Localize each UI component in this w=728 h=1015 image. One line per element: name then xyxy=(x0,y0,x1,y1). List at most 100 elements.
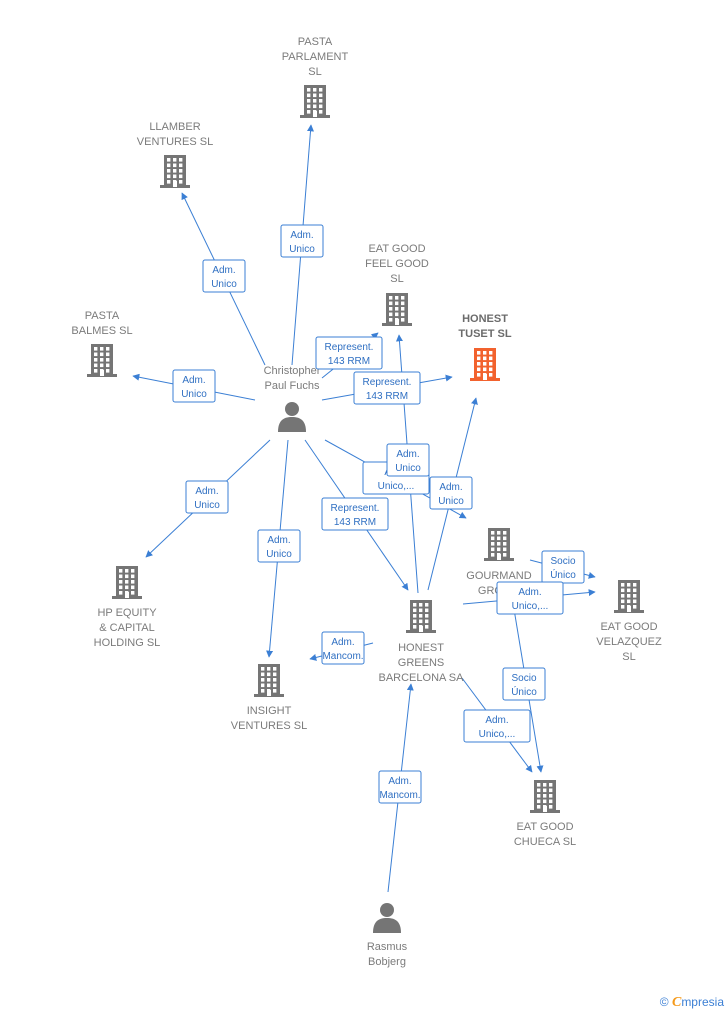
edge-label-christopher-to-honest_tuset[interactable]: Represent. 143 RRM xyxy=(353,371,421,405)
edge-label-text: Unico,... xyxy=(378,481,415,492)
edge-label-christopher-to-insight[interactable]: Adm. Unico xyxy=(257,529,301,563)
node-label: VENTURES SL xyxy=(137,136,213,148)
edge-label-text: Socio xyxy=(550,556,575,567)
edge-label-text: Adm. xyxy=(267,535,290,546)
edge-label-christopher-to-honest_greens[interactable]: Represent. 143 RRM xyxy=(321,497,389,531)
node-honest-tuset[interactable]: HONEST TUSET SL xyxy=(458,313,512,381)
node-eat-chueca[interactable]: EAT GOOD CHUECA SL xyxy=(514,780,576,848)
edge-label-text: Unico,... xyxy=(479,729,516,740)
node-label: EAT GOOD xyxy=(600,621,657,633)
node-label: EAT GOOD xyxy=(516,821,573,833)
node-insight[interactable]: INSIGHT VENTURES SL xyxy=(231,664,307,732)
edge-label-box xyxy=(378,770,422,804)
edge-label-text: Unico xyxy=(266,549,292,560)
brand-logo-initial: C xyxy=(671,995,682,1010)
node-label: HONEST xyxy=(462,313,508,325)
edge-label-text: Unico xyxy=(181,389,207,400)
edge-label-box xyxy=(315,336,383,370)
edge-label-text: Socio xyxy=(511,673,536,684)
edge-label-text: Unico,... xyxy=(512,601,549,612)
edge-label-rasmus-to-honest_greens[interactable]: Adm.Mancom. xyxy=(378,770,422,804)
node-label: VELAZQUEZ xyxy=(596,636,662,648)
edge-label-text: Adm. xyxy=(290,230,313,241)
node-llamber[interactable]: LLAMBER VENTURES SL xyxy=(137,121,213,188)
edge-label-box xyxy=(463,709,531,743)
copyright-icon: © xyxy=(659,995,669,1009)
edge-label-christopher-to-llamber[interactable]: Adm.Unico xyxy=(202,259,246,293)
node-label: HONEST xyxy=(398,642,444,654)
person-icon xyxy=(373,903,401,933)
node-label: LLAMBER xyxy=(149,121,200,133)
edge-label-honest_greens-to-insight[interactable]: Adm.Mancom. xyxy=(321,631,365,665)
edge-label-box xyxy=(172,369,216,403)
node-label: CHUECA SL xyxy=(514,836,576,848)
building-icon xyxy=(406,600,436,633)
edge-label-text: Adm. xyxy=(195,486,218,497)
edge-label-christopher-to-pasta_balmes[interactable]: Adm. Unico xyxy=(172,369,216,403)
edge-label-text: Adm. xyxy=(396,449,419,460)
node-label: BALMES SL xyxy=(71,325,132,337)
node-label: PASTA xyxy=(85,310,120,322)
node-honest-greens[interactable]: HONEST GREENS BARCELONA SA xyxy=(379,600,465,684)
node-label: SL xyxy=(622,651,635,663)
edge-label-text: Adm. xyxy=(331,637,354,648)
edge-label-text: 143 RRM xyxy=(366,391,408,402)
edge-label-christopher-to-pasta_parlament[interactable]: Adm. Unico xyxy=(280,224,324,258)
building-icon xyxy=(484,528,514,561)
node-label: SL xyxy=(308,66,321,78)
building-icon xyxy=(530,780,560,813)
building-icon xyxy=(112,566,142,599)
edge-label-text: 143 RRM xyxy=(334,517,376,528)
node-label: Rasmus xyxy=(367,941,408,953)
node-label: BARCELONA SA xyxy=(379,672,465,684)
edge-label-honest_greens-to-eat_chueca[interactable]: Adm.Unico,... xyxy=(463,709,531,743)
edge-label-text: Unico xyxy=(211,279,237,290)
node-label: TUSET SL xyxy=(458,328,511,340)
building-icon xyxy=(87,344,117,377)
edge-label-text: Unico xyxy=(194,500,220,511)
building-icon xyxy=(382,293,412,326)
building-focus-icon xyxy=(470,348,500,381)
edge-label-text: Adm. xyxy=(182,375,205,386)
edge-label-text: Único xyxy=(550,568,576,581)
node-pasta-parlament[interactable]: PASTA PARLAMENT SL xyxy=(282,36,349,118)
node-label: & CAPITAL xyxy=(99,622,154,634)
edge-label-box xyxy=(321,497,389,531)
building-icon xyxy=(614,580,644,613)
node-label: Christopher xyxy=(264,365,321,377)
node-label: INSIGHT xyxy=(247,705,292,717)
edge-label-text: Represent. xyxy=(331,503,380,514)
edge-label-box xyxy=(185,480,229,514)
edge-label-christopher-to-eat_feel[interactable]: Represent.143 RRM xyxy=(315,336,383,370)
node-pasta-balmes[interactable]: PASTA BALMES SL xyxy=(71,310,133,377)
edge-label-honest_greens-to-eat_velazquez[interactable]: Adm.Unico,... xyxy=(496,581,564,615)
edge-label-honest_greens-to-honest_tuset[interactable]: Adm. Unico xyxy=(429,476,473,510)
edge-label-text: Represent. xyxy=(363,377,412,388)
edge-label-honest_greens-to-eat_feel[interactable]: Adm. Unico xyxy=(386,443,430,477)
node-label: Bobjerg xyxy=(368,956,406,968)
edge-label-text: Único xyxy=(511,685,537,698)
node-label: VENTURES SL xyxy=(231,720,307,732)
node-eat-velazquez[interactable]: EAT GOOD VELAZQUEZ SL xyxy=(596,580,662,663)
building-icon xyxy=(254,664,284,697)
edge-label-text: Adm. xyxy=(439,482,462,493)
edge-label-box xyxy=(353,371,421,405)
node-label: GREENS xyxy=(398,657,444,669)
edge-label-box xyxy=(321,631,365,665)
person-icon xyxy=(278,402,306,432)
edge-label-text: Unico xyxy=(438,496,464,507)
edge-label-christopher-to-hp_equity[interactable]: Adm. Unico xyxy=(185,480,229,514)
node-label: PARLAMENT xyxy=(282,51,349,63)
node-label: FEEL GOOD xyxy=(365,258,429,270)
edge-label-text: Unico xyxy=(289,244,315,255)
edge-label-box xyxy=(386,443,430,477)
node-label: PASTA xyxy=(298,36,333,48)
edge-label-text: Unico xyxy=(395,463,421,474)
